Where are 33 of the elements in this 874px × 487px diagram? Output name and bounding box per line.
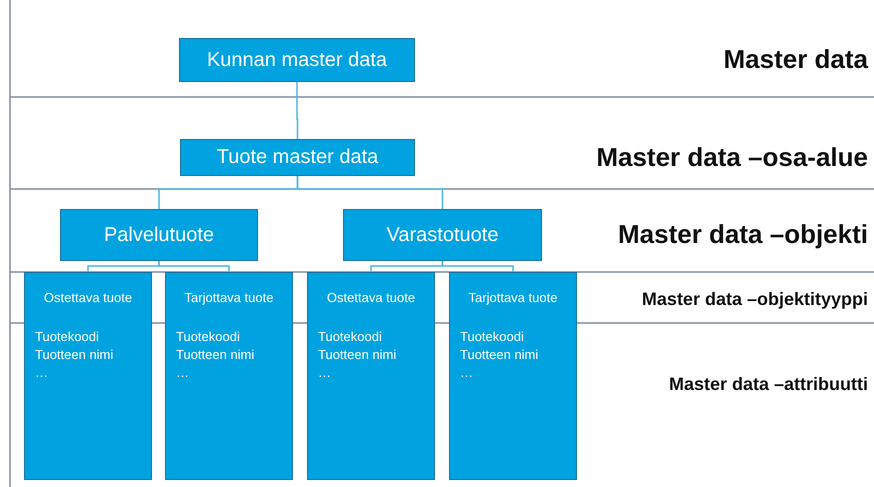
product-type-column (449, 272, 577, 480)
product-type-column (24, 272, 152, 480)
connector-line (296, 176, 444, 209)
attribute-text: … (460, 365, 473, 380)
hierarchy-box: Tuote master data (180, 139, 415, 176)
attribute-text: … (176, 365, 189, 380)
column-heading: Tarjottava tuote (184, 290, 274, 305)
hierarchy-box: Varastotuote (343, 209, 542, 261)
attribute-text: … (318, 365, 331, 380)
connector-line (442, 261, 514, 272)
level-label: Master data –objektityyppi (642, 289, 868, 310)
level-label: Master data (724, 44, 868, 76)
hierarchy-box: Kunnan master data (179, 38, 415, 82)
connector-line (296, 82, 298, 139)
column-heading: Tarjottava tuote (468, 290, 558, 305)
column-heading: Ostettava tuote (42, 290, 134, 305)
attribute-text: Tuotekoodi (35, 329, 99, 344)
attribute-text: Tuotekoodi (318, 329, 382, 344)
attribute-text: … (35, 365, 48, 380)
attribute-text: Tuotekoodi (176, 329, 240, 344)
column-heading: Ostettava tuote (326, 290, 416, 305)
level-label: Master data –objekti (618, 219, 868, 250)
attribute-text: Tuotteen nimi (318, 347, 396, 362)
level-label: Master data –osa-alue (596, 142, 868, 174)
attribute-text: Tuotteen nimi (176, 347, 254, 362)
attribute-text: Tuotteen nimi (460, 347, 538, 362)
product-type-column (307, 272, 435, 480)
attribute-text: Tuotteen nimi (35, 347, 114, 362)
hierarchy-box: Palvelutuote (60, 209, 258, 261)
connector-line (158, 261, 230, 272)
product-type-column (165, 272, 293, 480)
attribute-text: Tuotekoodi (460, 329, 524, 344)
level-label: Master data –attribuutti (668, 374, 868, 396)
